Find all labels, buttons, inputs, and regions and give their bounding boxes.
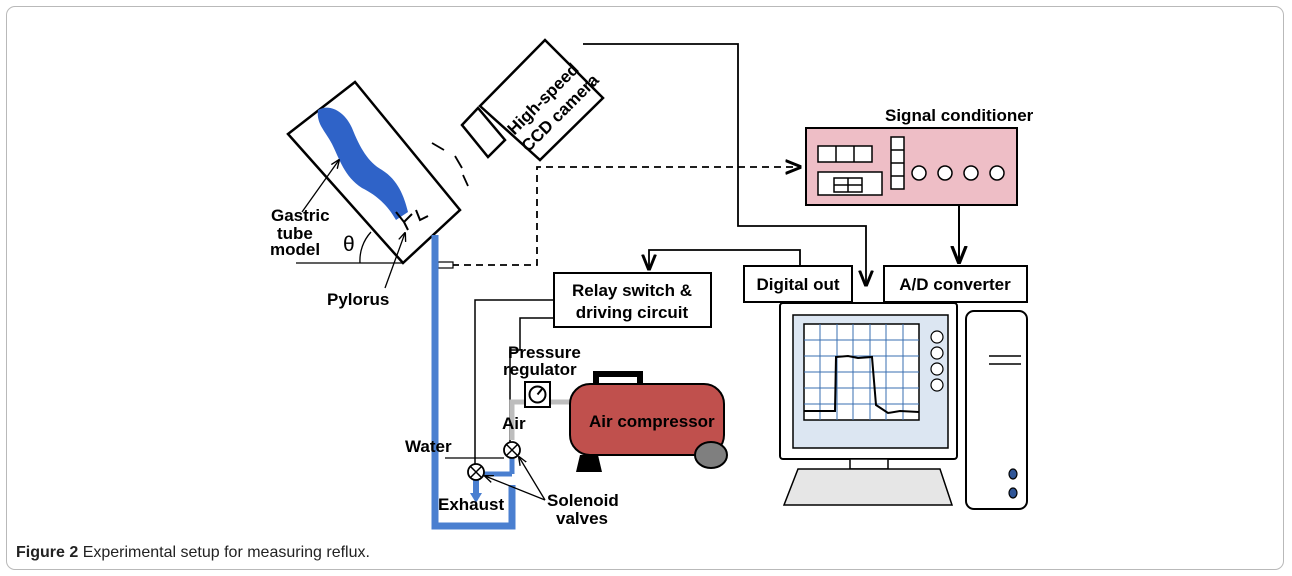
relay-label-line2: driving circuit xyxy=(576,303,689,322)
caption-text: Experimental setup for measuring reflux. xyxy=(82,544,370,561)
air-label: Air xyxy=(502,414,526,433)
figure-frame xyxy=(6,6,1284,570)
ad-converter-box xyxy=(883,265,1028,303)
pressure-label-line2: regulator xyxy=(503,360,577,379)
digital-out-to-relay-line xyxy=(649,249,801,269)
gastric-label-line1: Gastric xyxy=(271,206,330,225)
theta-label: θ xyxy=(343,233,355,256)
pressure-sensor xyxy=(437,261,454,269)
ccd-camera xyxy=(431,38,605,187)
solenoid-label-line2: valves xyxy=(556,509,608,528)
gastric-pointer xyxy=(301,160,339,213)
ad-converter-label: A/D converter xyxy=(899,275,1011,294)
camera-signal-line xyxy=(583,43,866,285)
computer-monitor xyxy=(779,302,958,506)
caption-label: Figure 2 xyxy=(16,544,79,561)
pressure-regulator xyxy=(524,381,551,408)
pylorus-pointer xyxy=(384,233,405,289)
computer-tower xyxy=(965,310,1028,510)
solenoid-label-line1: Solenoid xyxy=(547,491,619,510)
solenoid-pointer-exhaust xyxy=(485,476,546,501)
solenoid-valve-exhaust xyxy=(467,463,485,481)
pressure-label-line1: Pressure xyxy=(508,343,581,362)
theta-arc xyxy=(359,231,372,264)
gastric-shape xyxy=(317,107,408,220)
pylorus-label: Pylorus xyxy=(327,290,389,309)
relay-label-line1: Relay switch & xyxy=(572,281,692,300)
digital-out-label: Digital out xyxy=(756,275,839,294)
signal-conditioner-box xyxy=(805,127,1018,206)
figure-caption: Figure 2 Experimental setup for measurin… xyxy=(16,544,370,562)
relay-wire-exhaust xyxy=(474,299,554,464)
digital-out-box xyxy=(743,265,853,303)
relay-switch-box xyxy=(553,272,712,328)
solenoid-valve-air xyxy=(503,441,521,459)
gastric-label-line3: model xyxy=(270,240,320,259)
water-label: Water xyxy=(405,437,452,456)
gastric-label-line2: tube xyxy=(277,224,313,243)
exhaust-label: Exhaust xyxy=(438,495,504,514)
signal-conditioner-label: Signal conditioner xyxy=(885,106,1034,125)
relay-wire-air xyxy=(509,317,554,448)
air-compressor xyxy=(569,371,728,472)
gastric-tube-model-box xyxy=(286,80,462,265)
solenoid-pointer-air xyxy=(519,457,546,501)
pressure-sensor-line xyxy=(452,167,800,266)
air-compressor-label: Air compressor xyxy=(589,412,715,431)
